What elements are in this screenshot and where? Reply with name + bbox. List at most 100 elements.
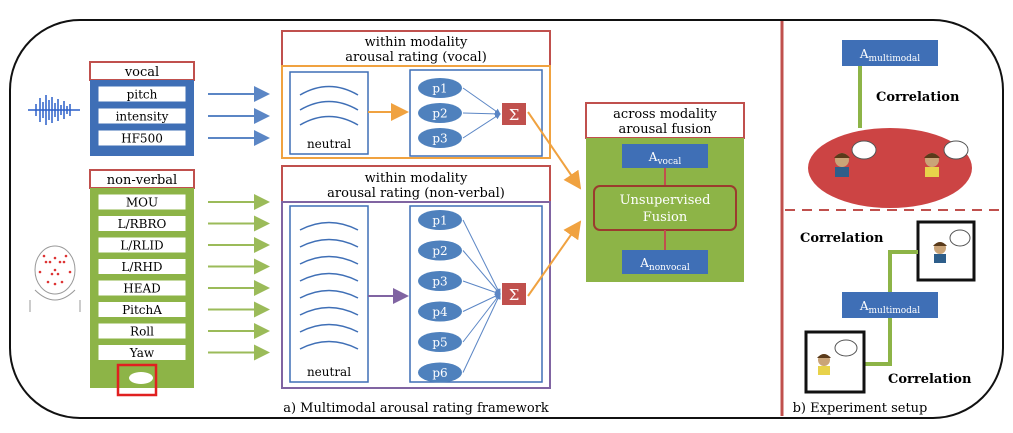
vocal-p-node <box>418 78 462 98</box>
nonverbal-p-node <box>418 271 462 291</box>
setup-bottom-speaker-left-frame <box>804 330 866 394</box>
vocal-neutral-curves <box>299 85 359 126</box>
nonverbal-p-arrow <box>462 293 501 373</box>
setup-top-a-multimodal-sub: multimodal <box>869 54 921 64</box>
caption-a: a) Multimodal arousal rating framework <box>283 401 549 416</box>
nonverbal-sum-symbol: Σ <box>509 286 520 304</box>
neutral-curve <box>299 340 359 350</box>
setup-bottom-link-top <box>888 250 918 292</box>
nonverbal-p-label: p3 <box>432 275 447 289</box>
nonverbal-rating-title-2: arousal rating (non-verbal) <box>327 186 505 201</box>
fusion-method-2: Fusion <box>643 210 688 225</box>
caption-b: b) Experiment setup <box>793 401 928 416</box>
setup-bottom-link-bottom <box>864 318 892 366</box>
fusion-title-box <box>585 102 745 139</box>
nonverbal-p-node <box>418 210 462 230</box>
nonverbal-header: non-verbal <box>107 173 177 188</box>
vocal-neutral-box <box>289 71 369 155</box>
nonverbal-feature-label: L/RHD <box>121 260 162 274</box>
speech-bubble-right-icon <box>943 140 969 160</box>
nonverbal-p-node <box>418 301 462 322</box>
vocal-p-arrow <box>462 110 501 117</box>
setup-bottom-correlation-top: Correlation <box>800 231 884 246</box>
neutral-curve <box>299 323 359 333</box>
nonverbal-feature-label: L/RBRO <box>118 217 167 231</box>
outer-frame <box>9 19 1004 419</box>
nonverbal-rating-title-box <box>281 165 551 203</box>
vocal-p-node <box>418 128 462 148</box>
vocal-rating-title-1: within modality <box>365 35 468 50</box>
vocal-feature-box <box>97 85 187 103</box>
vocal-feature-box <box>97 107 187 125</box>
neutral-curve <box>299 306 359 316</box>
speaker-left-icon <box>834 153 850 177</box>
setup-bottom-speaker-left-icon <box>817 339 858 375</box>
neutral-curve <box>299 272 359 282</box>
fusion-title-2: arousal fusion <box>618 122 712 137</box>
neutral-curve <box>299 255 359 265</box>
waveform-icon <box>28 95 80 125</box>
nonverbal-p-label: p6 <box>432 366 447 380</box>
nonverbal-feature-box <box>97 215 187 232</box>
vocal-sum-symbol: Σ <box>509 106 520 124</box>
nonverbal-p-label: p2 <box>432 244 447 258</box>
nonverbal-feature-box <box>97 193 187 211</box>
vocal-p-label: p1 <box>432 82 447 96</box>
nonverbal-feature-box <box>97 279 187 297</box>
nonverbal-feature-label: HEAD <box>123 282 161 296</box>
ellipsis-dot <box>129 372 153 384</box>
nonverbal-p-node <box>418 362 462 383</box>
neutral-curve <box>299 221 359 231</box>
nonverbal-neutral-curves <box>299 221 359 350</box>
vocal-rating-title-2: arousal rating (vocal) <box>345 50 487 65</box>
nonverbal-feature-box <box>97 301 187 318</box>
face-landmarks-icon <box>29 245 81 312</box>
nonverbal-p-label: p5 <box>432 336 447 350</box>
nonverbal-feature-label: Yaw <box>129 346 155 360</box>
setup-top-correlation: Correlation <box>876 90 960 105</box>
nonverbal-to-fusion-arrow <box>527 220 582 297</box>
nonverbal-feature-label: MOU <box>126 196 158 210</box>
nonverbal-p-arrow <box>462 293 501 343</box>
vocal-p-arrow <box>462 113 501 139</box>
vocal-neutral-label: neutral <box>307 137 351 151</box>
setup-bottom-correlation-bottom: Correlation <box>888 372 972 387</box>
nonverbal-feature-label: Roll <box>130 325 154 339</box>
a-vocal-node <box>622 144 708 168</box>
setup-bottom-a-multimodal-node <box>842 292 938 318</box>
nonverbal-feature-label: L/RLID <box>120 239 163 253</box>
nonverbal-feature-box <box>97 322 187 340</box>
nonverbal-feature-label: PitchA <box>122 303 162 317</box>
speech-bubble-left-icon <box>851 140 877 160</box>
nonverbal-p-arrow <box>462 219 501 295</box>
vocal-feature-box <box>97 129 187 147</box>
vocal-to-fusion-arrow <box>527 111 582 190</box>
nonverbal-p-arrow <box>462 250 501 295</box>
highlight-box <box>116 363 158 397</box>
vocal-feature-label: intensity <box>116 110 169 124</box>
nonverbal-feature-box <box>97 258 187 275</box>
nonverbal-feature-box <box>97 344 187 361</box>
nonverbal-sum-node <box>502 283 526 305</box>
a-nonvocal-node <box>622 250 708 274</box>
a-vocal-sub: vocal <box>656 157 681 167</box>
nonverbal-p-arrow <box>462 280 501 296</box>
nonverbal-p-label: p4 <box>432 305 448 319</box>
conversation-table <box>808 128 972 208</box>
vocal-feature-label: pitch <box>127 88 158 102</box>
nonverbal-p-node <box>418 240 462 261</box>
vocal-sum-node <box>502 103 526 125</box>
nonverbal-p-arrow <box>462 293 501 312</box>
nonverbal-neutral-label: neutral <box>307 365 351 379</box>
setup-bottom-speaker-right-frame <box>916 220 976 282</box>
setup-bottom-a-multimodal-sub: multimodal <box>869 306 921 316</box>
fusion-title-1: across modality <box>613 107 717 122</box>
vocal-p-label: p2 <box>432 107 447 121</box>
vocal-p-node <box>418 103 462 123</box>
vocal-feature-label: HF500 <box>121 132 163 146</box>
nonverbal-p-label: p1 <box>432 214 447 228</box>
nonverbal-p-node <box>418 332 462 352</box>
setup-bottom-speaker-right-icon <box>933 229 971 263</box>
nonverbal-rating-title-1: within modality <box>365 171 468 186</box>
